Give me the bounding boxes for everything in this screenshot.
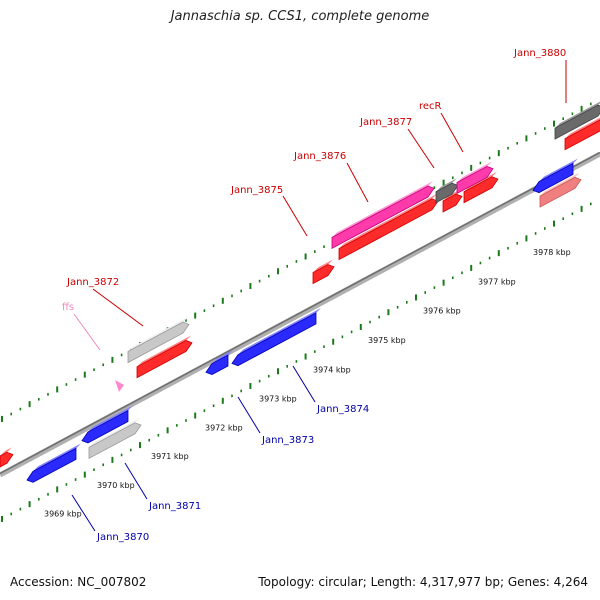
scale-label: 3978 kbp [533, 248, 571, 257]
gene-jann-3875 [312, 259, 335, 285]
topology-text: Topology: circular; Length: 4,317,977 bp… [258, 575, 588, 589]
gene-label: Jann_3870 [96, 532, 149, 543]
gene-recR-upper [456, 161, 494, 195]
gene-jann-3876-upper [331, 181, 435, 250]
gene-jann-3874 [231, 307, 321, 367]
gene-jann-3870b [81, 405, 133, 444]
leader-line [124, 462, 148, 500]
backbone-line [0, 151, 600, 478]
leader-line [71, 494, 96, 532]
gene-label: Jann_3872 [66, 277, 119, 288]
genome-backbone [0, 151, 600, 478]
gene-label: ffs [62, 302, 74, 313]
gene-jann-3880-gray [554, 101, 600, 140]
leader-line [237, 396, 261, 434]
gene-3878-salmon [539, 172, 582, 208]
rna-marker-icon [115, 380, 124, 392]
gene-label: Jann_3874 [316, 404, 369, 415]
scale-label: 3970 kbp [97, 481, 135, 490]
genome-title: Jannaschia sp. CCS1, complete genome [170, 9, 430, 24]
scale-label: 3972 kbp [205, 423, 243, 432]
gene-ffs-region [127, 317, 190, 364]
gene-jann-3873 [205, 350, 233, 376]
backbone-line-edge [0, 151, 600, 475]
scale-label: 3975 kbp [368, 336, 406, 345]
gene-labels: ffs Jann_3872 Jann_3875 Jann_3876 Jann_3877 r… [62, 48, 566, 543]
gene-label: Jann_3873 [261, 435, 314, 446]
tick-marks: 3969 kbp 3970 kbp 3971 kbp 3972 kbp 3973 kbp… [1, 102, 592, 522]
scale-label: 3969 kbp [44, 509, 82, 518]
leader-line [73, 313, 101, 351]
scale-label: 3974 kbp [313, 366, 351, 375]
gene-jann-3870 [26, 443, 81, 483]
gene-jann-3877 [442, 189, 463, 213]
leader-line [440, 112, 464, 153]
leader-line [292, 365, 316, 403]
gene-label: Jann_3876 [293, 151, 346, 162]
label-leaders [71, 60, 567, 532]
leader-line [282, 195, 308, 237]
gene-features [0, 101, 600, 483]
leader-line [92, 288, 144, 327]
gene-recR [463, 171, 499, 204]
scale-label: 3973 kbp [259, 394, 297, 403]
gene-label: recR [419, 101, 442, 112]
gene-label: Jann_3875 [230, 185, 283, 196]
gene-jann-3876 [338, 193, 439, 261]
gene-label: Jann_3877 [359, 117, 412, 128]
gene-3878-blue [532, 158, 578, 194]
gene-label: Jann_3880 [513, 48, 566, 59]
gene-edge-red [0, 447, 14, 468]
gene-jann-3872 [136, 335, 193, 379]
scale-label: 3971 kbp [151, 452, 189, 461]
leader-line [407, 128, 435, 169]
gene-jann-3877-gray [435, 178, 459, 204]
accession-text: Accession: NC_007802 [10, 575, 147, 589]
gene-jann-3880 [564, 117, 600, 151]
scale-label: 3977 kbp [478, 277, 516, 286]
scale-label: 3976 kbp [423, 307, 461, 316]
gene-jann-3871 [88, 417, 142, 460]
gene-label: Jann_3871 [148, 501, 201, 512]
leader-line [346, 162, 369, 203]
